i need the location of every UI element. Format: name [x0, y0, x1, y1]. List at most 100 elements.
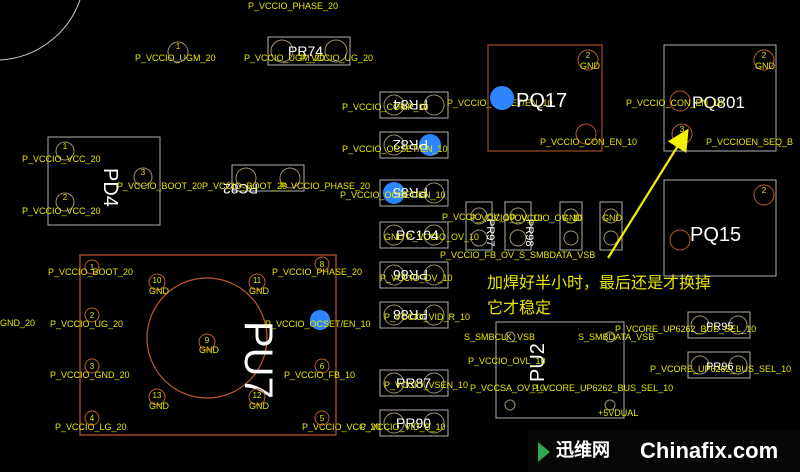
highlight-dot: [490, 86, 514, 110]
net-label: P_VCCIO_UG_20: [300, 53, 373, 63]
svg-text:2: 2: [63, 193, 68, 202]
net-label: GND: [755, 61, 776, 71]
component-pr88[interactable]: PR88: [379, 301, 449, 329]
net-label: P_VCCIO_VSEN_10: [384, 380, 468, 390]
component-pq15[interactable]: 2 PQ15: [663, 179, 777, 277]
net-label: P_VCORE_UP6262_BUS_SEL_10: [532, 383, 673, 393]
component-pr97[interactable]: PR97: [465, 201, 496, 251]
component-pc105[interactable]: [559, 201, 583, 251]
component-pq17[interactable]: 2 GND PQ17: [487, 44, 603, 152]
component-pr95[interactable]: PR95: [687, 311, 751, 339]
component-label: PU2: [527, 343, 549, 382]
net-label: P_VCCIO_FB_10: [284, 370, 355, 380]
component-pd4[interactable]: 1 2 3 PD4: [47, 136, 161, 226]
component-pr87[interactable]: PR87: [379, 369, 449, 397]
net-label: P_VCCIO_BOOT_20: [117, 181, 202, 191]
net-label: GND_20: [0, 318, 35, 328]
component-label: PR88: [393, 307, 428, 323]
component-label: PR74: [288, 43, 323, 59]
component-label: PQ15: [690, 224, 741, 246]
component-pc82[interactable]: PC82: [223, 164, 305, 197]
net-label: P_VCORE_UP6262_BUS_SEL_10: [615, 324, 756, 334]
component-pu2[interactable]: PU2: [495, 321, 625, 419]
net-label: P_VCCIO_UGM_20: [135, 53, 216, 63]
component-pr90[interactable]: PR90: [379, 409, 449, 437]
component-pr82[interactable]: PR82: [379, 131, 449, 159]
net-label: GND: [149, 286, 170, 296]
net-label: GND: [149, 401, 170, 411]
svg-text:2: 2: [90, 311, 95, 320]
svg-text:1: 1: [90, 263, 95, 272]
svg-text:6: 6: [320, 362, 325, 371]
net-label: P_VCCIO_CON_EN_10: [540, 137, 637, 147]
watermark-cn: 迅维网: [556, 439, 610, 460]
net-label: P_VCCIO_LG_20: [55, 422, 127, 432]
svg-text:10: 10: [153, 276, 162, 285]
svg-text:3: 3: [141, 168, 146, 177]
component-pr86[interactable]: PR86: [379, 261, 449, 289]
net-label: P_VCCIO_PHASE_20: [248, 1, 338, 11]
highlight-dot: [310, 310, 330, 330]
svg-text:4: 4: [90, 414, 95, 423]
svg-text:9: 9: [205, 336, 210, 345]
svg-text:2: 2: [762, 51, 767, 60]
component-pq801[interactable]: 2 GND 3 PQ801: [663, 44, 777, 152]
component-label: PR96: [706, 361, 734, 373]
component-pr74[interactable]: PR74: [267, 36, 351, 66]
net-label: P_VCCIO_OV_10: [442, 212, 515, 222]
net-label: GND: [249, 401, 270, 411]
net-label: S_SMBCLK_VSB: [464, 332, 535, 342]
svg-text:1: 1: [176, 42, 181, 51]
component-pr98[interactable]: PR98: [504, 201, 535, 251]
net-label: P_VCCIO_OCSET/EN_10: [342, 144, 448, 154]
component-pu7[interactable]: PU7 1 2 3 4 8 6 5 10 11 9 13 12 GND GND …: [79, 254, 337, 436]
net-label: P_VCCIO_UGM_20: [244, 53, 325, 63]
svg-text:2: 2: [762, 186, 767, 195]
component-label: PR84: [393, 97, 428, 113]
net-label: P_VCCIO_VCC_20: [22, 154, 101, 164]
component-label: PC104: [396, 227, 439, 243]
net-label: P_VCCIO_FB_OV_S_SMBDATA_VSB: [440, 250, 595, 260]
net-label: GND: [249, 286, 270, 296]
net-label: P_VCCIO_OCSET/EN_10: [340, 190, 446, 200]
component-pr96[interactable]: PR96: [687, 351, 751, 379]
component-label: PQ17: [516, 90, 567, 112]
net-label: P_VCCSA_OV_10: [470, 383, 545, 393]
watermark-en: Chinafix.com: [640, 438, 778, 463]
svg-text:12: 12: [253, 391, 262, 400]
component-label: PR86: [393, 267, 428, 283]
net-label: GND: [602, 213, 623, 223]
net-label: P_VCCIO_GND_20: [50, 370, 130, 380]
component-label: PR97: [484, 219, 496, 247]
board-outline-arc: [0, 0, 81, 61]
net-label: GND P_VCCIO_OV_10: [384, 232, 479, 242]
component-label: PR95: [706, 321, 734, 333]
component-pc104[interactable]: PC104: [379, 221, 449, 249]
net-label: GND: [562, 213, 583, 223]
svg-text:8: 8: [320, 260, 325, 269]
component-label: PD4: [99, 168, 121, 207]
svg-text:13: 13: [153, 391, 162, 400]
net-label: P_VCORE_UP6262_BUS_SEL_10: [650, 364, 791, 374]
net-label: P_VCCIO_BOOT_20: [48, 267, 133, 277]
net-label: P_VCCIO_VID_B_10: [360, 422, 446, 432]
component-label: PC82: [223, 181, 258, 197]
net-label: +5VDUAL: [598, 408, 638, 418]
svg-text:5: 5: [320, 414, 325, 423]
component-label: PR90: [396, 415, 431, 431]
annotation-line-1: 加焊好半小时，最后还是才换掉: [487, 273, 711, 292]
logo-icon: [538, 442, 550, 462]
component-pc106[interactable]: [599, 201, 623, 251]
component-label: PR85: [393, 185, 428, 201]
watermark: 迅维网 Chinafix.com: [528, 430, 800, 472]
net-label: P_VCCIO_OCSET/EN_10: [265, 319, 371, 329]
svg-text:3: 3: [90, 362, 95, 371]
component-pr85[interactable]: PR85: [379, 179, 449, 207]
svg-text:3: 3: [680, 125, 685, 134]
net-label: P_VCCIO_VCC_20: [22, 206, 101, 216]
svg-text:11: 11: [253, 276, 262, 285]
net-label: S_SMBDATA_VSB: [578, 332, 654, 342]
net-label: P_VCCIO_OV_10: [380, 273, 453, 283]
component-pr84[interactable]: PR84: [379, 91, 449, 119]
